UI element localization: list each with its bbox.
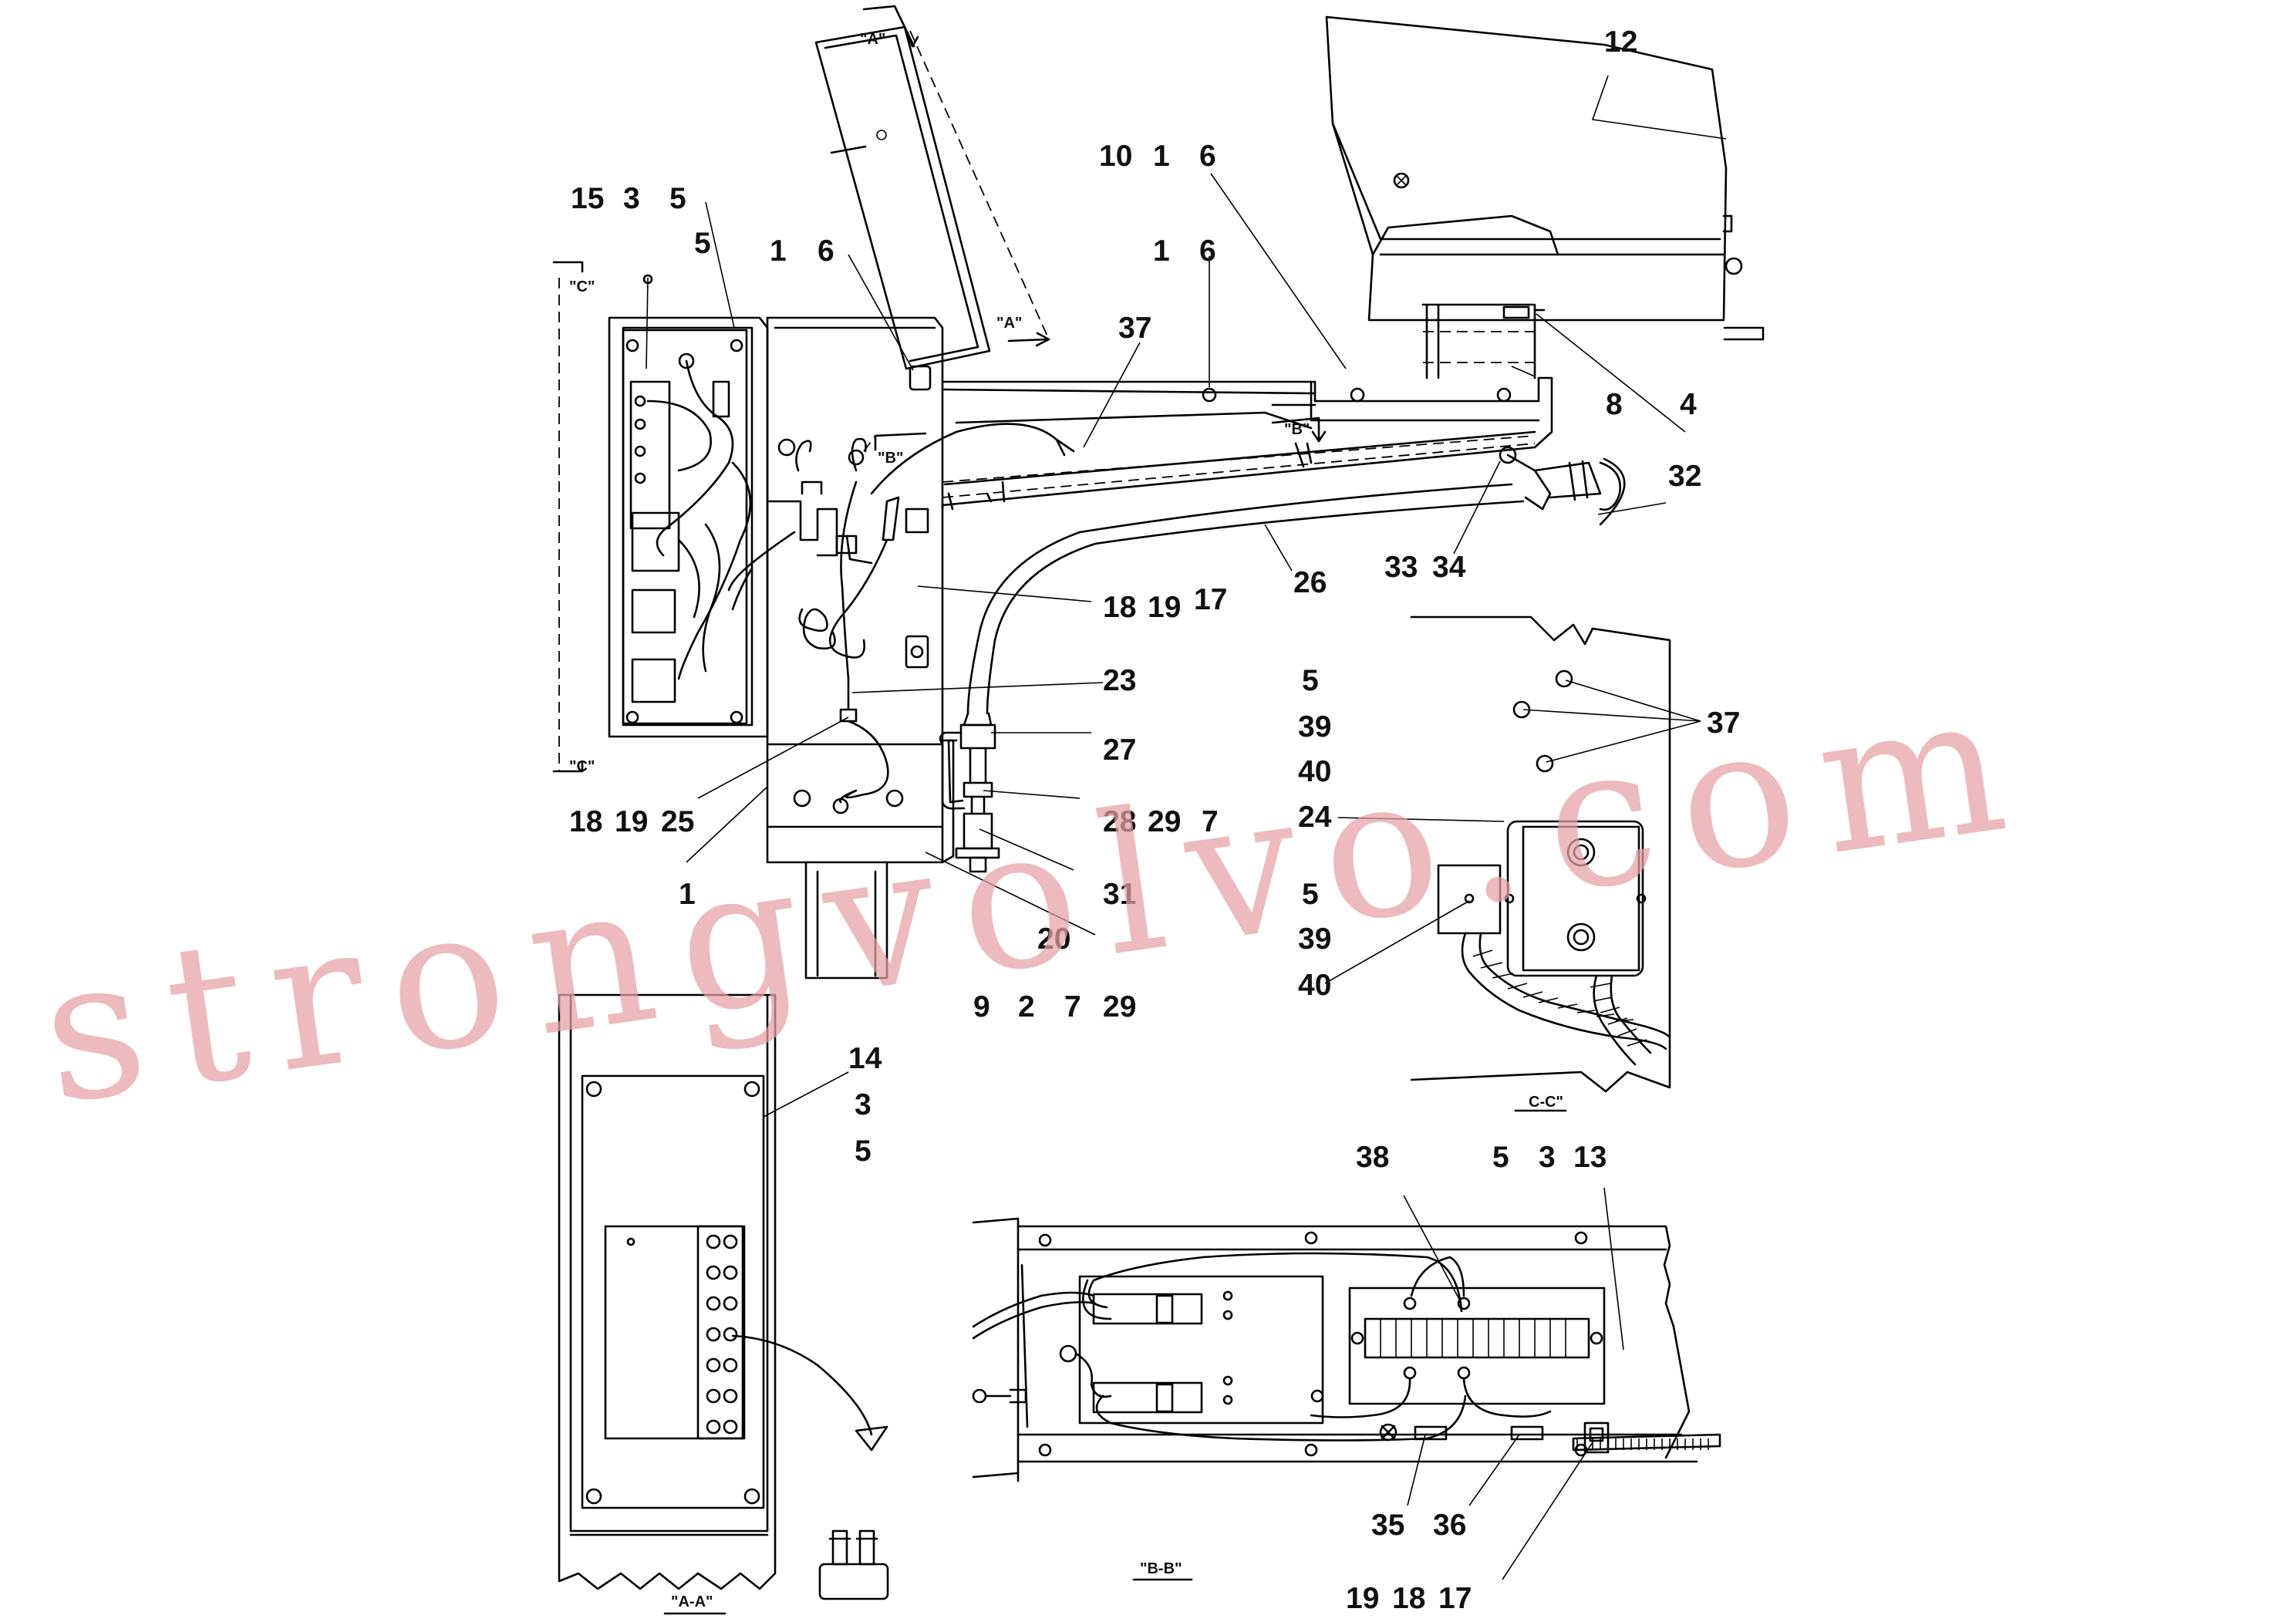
hinged-panel-a	[814, 5, 1050, 370]
lower-fittings	[939, 712, 1000, 873]
watermark-text: strongvolvo.com	[29, 646, 2043, 1147]
callout-14: 14	[848, 1042, 882, 1075]
callout-33: 33	[1384, 551, 1418, 584]
callout-28: 28	[1103, 805, 1136, 838]
view-label-cc: C-C"	[1529, 1094, 1563, 1111]
watermark: strongvolvo.com	[29, 646, 2043, 1147]
view-label-a-top: "A"	[860, 31, 885, 48]
callout-5: 5	[694, 227, 711, 260]
callout-13: 13	[1573, 1141, 1607, 1174]
view-a-a	[558, 993, 889, 1600]
boom-arm	[941, 303, 1626, 715]
view-label-b-side: "B"	[1284, 421, 1310, 438]
callout-25: 25	[661, 805, 694, 838]
callout-19: 19	[1148, 591, 1181, 624]
callout-2: 2	[1018, 990, 1035, 1023]
callout-37: 37	[1707, 706, 1740, 740]
callout-34: 34	[1432, 551, 1466, 584]
callout-9: 9	[973, 990, 990, 1023]
callouts: 12 10 1 6 15 3 5 5 1 6 1 6 37 8 4 32 33 …	[569, 25, 1740, 1615]
callout-29: 29	[1148, 805, 1181, 838]
callout-5: 5	[1492, 1141, 1509, 1174]
callout-38: 38	[1356, 1141, 1389, 1174]
callout-10: 10	[1099, 140, 1132, 173]
arrow-b-side	[1271, 416, 1327, 443]
callout-6: 6	[818, 234, 834, 268]
callout-40: 40	[1298, 755, 1331, 788]
callout-27: 27	[1103, 733, 1136, 767]
callout-31: 31	[1103, 878, 1136, 911]
view-label-c-bottom: "C"	[569, 758, 595, 775]
door-panel-c	[552, 261, 769, 773]
callout-5: 5	[1302, 664, 1319, 697]
callout-5: 5	[669, 182, 686, 215]
view-label-c-top: "C"	[569, 278, 595, 295]
callout-7: 7	[1064, 990, 1081, 1023]
callout-37: 37	[1118, 312, 1151, 345]
callout-3: 3	[623, 182, 640, 215]
view-label-a-side: "A"	[996, 315, 1022, 332]
arrow-b-top	[874, 432, 927, 451]
callout-3: 3	[855, 1088, 872, 1121]
arrow-a-side	[1007, 332, 1050, 347]
callout-19: 19	[615, 805, 648, 838]
cover-12	[1325, 15, 1765, 341]
callout-7: 7	[1202, 805, 1219, 838]
callout-18: 18	[1392, 1582, 1425, 1615]
callout-35: 35	[1371, 1509, 1404, 1542]
callout-20: 20	[1037, 922, 1070, 956]
terminal-strip-aa	[706, 1234, 738, 1435]
view-labels: "A" "A" "B" "B" "C" "C" "A-A" "B-B" C-C"	[569, 31, 1567, 1615]
callout-1: 1	[679, 878, 696, 911]
callout-5: 5	[855, 1135, 872, 1168]
enclosure-wiring	[727, 423, 1075, 814]
view-label-b-top: "B"	[878, 450, 903, 467]
callout-18: 18	[1103, 591, 1136, 624]
view-label-aa: "A-A"	[671, 1593, 713, 1610]
callout-12: 12	[1604, 25, 1637, 59]
callout-6: 6	[1199, 234, 1216, 268]
callout-8: 8	[1606, 388, 1623, 421]
callout-26: 26	[1293, 566, 1327, 599]
callout-36: 36	[1433, 1509, 1466, 1542]
callout-17: 17	[1194, 583, 1227, 616]
callout-1: 1	[770, 234, 787, 268]
callout-24: 24	[1298, 801, 1332, 834]
callout-18: 18	[569, 805, 602, 838]
view-b-b	[972, 1217, 1721, 1482]
leader-lines	[686, 75, 1727, 1580]
callout-40: 40	[1298, 969, 1331, 1002]
view-label-bb: "B-B"	[1140, 1560, 1182, 1577]
callout-6: 6	[1199, 140, 1216, 173]
callout-4: 4	[1680, 388, 1697, 421]
view-c-c	[1410, 615, 1671, 1093]
callout-39: 39	[1298, 710, 1331, 744]
callout-15: 15	[571, 182, 604, 215]
callout-19: 19	[1346, 1582, 1379, 1615]
callout-39: 39	[1298, 922, 1331, 956]
callout-5: 5	[1302, 878, 1319, 911]
callout-3: 3	[1539, 1141, 1556, 1174]
callout-29: 29	[1103, 990, 1136, 1023]
callout-1: 1	[1153, 140, 1170, 173]
callout-17: 17	[1438, 1582, 1472, 1615]
callout-32: 32	[1668, 460, 1701, 493]
callout-23: 23	[1103, 664, 1136, 697]
callout-1: 1	[1153, 234, 1170, 268]
